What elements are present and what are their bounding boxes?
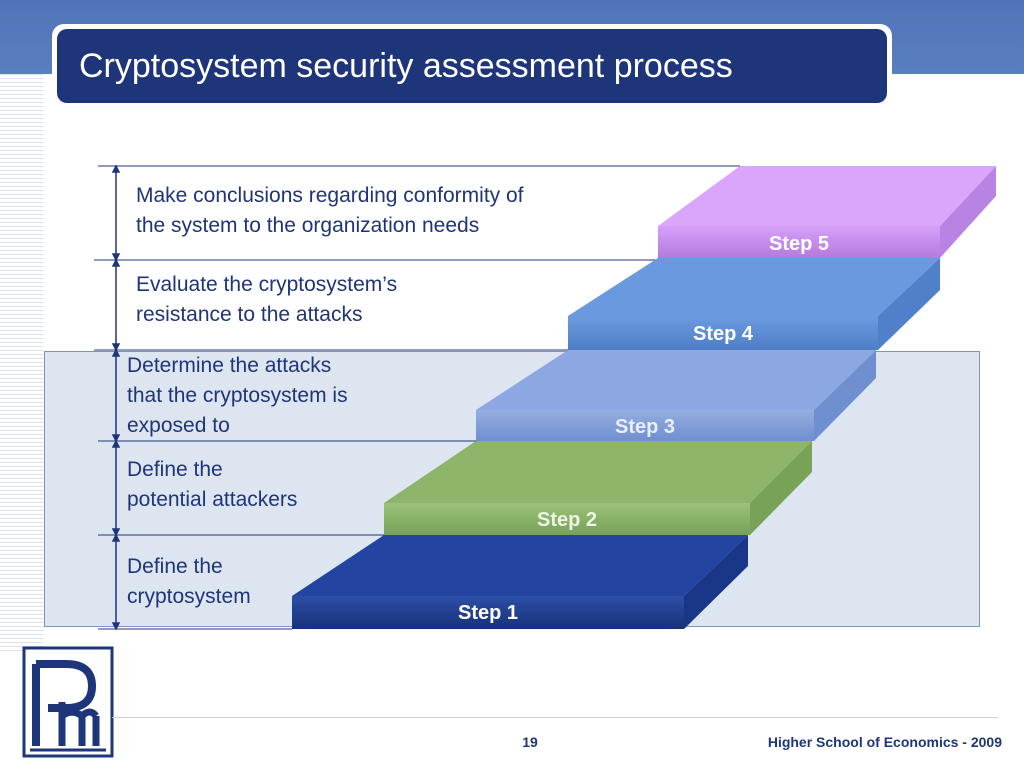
- step-5-block: [658, 166, 996, 258]
- step-4-label: Step 4: [692, 323, 754, 345]
- range-arrows: [111, 164, 121, 631]
- step-1-block: [292, 535, 748, 629]
- organization-footer: Higher School of Economics - 2009: [767, 734, 1002, 750]
- description-line: Define the: [127, 555, 223, 578]
- description-line: Determine the attacks: [127, 354, 332, 377]
- description-line: potential attackers: [127, 488, 298, 511]
- step-3-label: Step 3: [614, 416, 676, 438]
- step-3-block: [476, 350, 876, 441]
- step-5-description: Make conclusions regarding conformity of…: [136, 181, 524, 241]
- step-2-block: [384, 441, 812, 535]
- description-line: resistance to the attacks: [136, 303, 363, 326]
- hse-logo-icon: [22, 646, 114, 758]
- step-2-label: Step 2: [536, 509, 598, 531]
- step-3-description: Determine the attacks that the cryptosys…: [127, 351, 348, 441]
- description-line: the system to the organization needs: [136, 214, 480, 237]
- step-4-block: [568, 258, 940, 350]
- guide-lines: [94, 165, 740, 630]
- description-line: that the cryptosystem is: [127, 384, 348, 407]
- page-number: 19: [522, 734, 538, 750]
- step-2-description: Define the potential attackers: [127, 455, 297, 515]
- description-line: exposed to: [127, 414, 230, 437]
- description-line: Define the: [127, 458, 223, 481]
- description-line: Make conclusions regarding conformity of: [136, 184, 524, 207]
- step-4-description: Evaluate the cryptosystem’s resistance t…: [136, 270, 397, 330]
- slide-title: Cryptosystem security assessment process: [57, 29, 887, 103]
- step-1-label: Step 1: [457, 602, 519, 624]
- description-line: Evaluate the cryptosystem’s: [136, 273, 398, 296]
- footer-divider: [112, 717, 998, 718]
- step-1-description: Define the cryptosystem: [127, 552, 251, 612]
- description-line: cryptosystem: [127, 585, 251, 608]
- step-5-label: Step 5: [768, 233, 830, 255]
- side-stripes: [0, 74, 44, 654]
